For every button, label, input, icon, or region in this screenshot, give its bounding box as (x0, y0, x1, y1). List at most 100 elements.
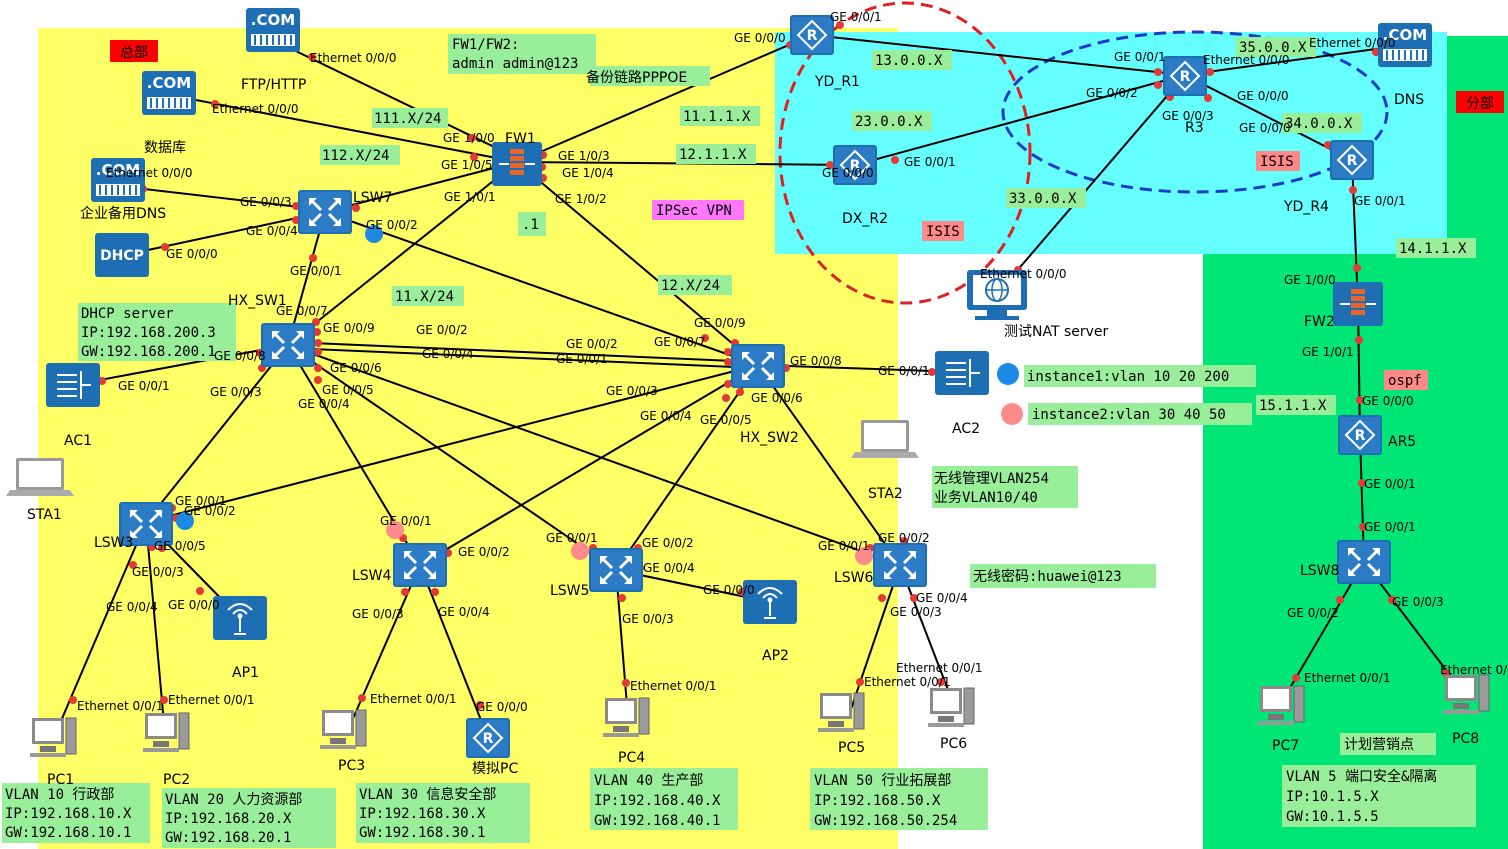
port-label: GE 0/0/0 (822, 166, 874, 180)
pc6-icon[interactable] (927, 687, 975, 728)
lsw7-switch-icon[interactable] (296, 188, 354, 236)
port-label: GE 0/0/4 (422, 347, 474, 361)
port-label: Ethernet 0/0/1 (1304, 671, 1391, 685)
port-label: GE 0/0/5 (154, 539, 206, 553)
port-label: GE 0/0/3 (352, 607, 404, 621)
dx-r2-label: DX_R2 (842, 211, 888, 227)
ar5-router-icon[interactable] (1337, 414, 1383, 456)
ac2-icon[interactable] (934, 350, 990, 396)
lsw4-switch-icon[interactable] (391, 541, 449, 589)
lsw8-switch-icon[interactable] (1335, 538, 1393, 586)
vlan50-line1: VLAN 50 行业拓展部 (814, 773, 951, 789)
yd-r1-router-icon[interactable] (789, 14, 835, 56)
fw-credentials-line1: FW1/FW2: (452, 37, 519, 53)
port-label: Ethernet 0/0/0 (106, 166, 193, 180)
pppoe-note: 备份链路PPPOE (586, 69, 687, 86)
subnet-33: 33.0.0.X (1009, 191, 1077, 207)
ac1-icon[interactable] (45, 362, 101, 408)
port-label: GE 0/0/2 (184, 504, 236, 518)
ap1-icon[interactable] (212, 595, 268, 641)
subnet-111: 111.X/24 (374, 111, 441, 127)
instance2-note: instance2:vlan 30 40 50 (1032, 407, 1226, 423)
port-label: GE 0/0/0 (1362, 394, 1414, 408)
subnet-11-1-1: 11.1.1.X (683, 109, 751, 125)
isis1-tag-bg (922, 221, 964, 241)
port-label: GE 0/0/1 (1364, 520, 1416, 534)
lsw6-label: LSW6 (834, 570, 874, 586)
wireless-service-note: 业务VLAN10/40 (934, 490, 1038, 506)
fw2-firewall-icon[interactable] (1332, 281, 1384, 327)
port-label: Ethernet 0/0/0 (310, 51, 397, 65)
pc4-label: PC4 (618, 750, 645, 766)
vlan10-line1: VLAN 10 行政部 (5, 787, 114, 803)
port-label: GE 0/0/1 (1114, 50, 1166, 64)
port-label: GE 1/0/4 (562, 166, 614, 180)
ar5-label: AR5 (1388, 434, 1416, 450)
lsw5-switch-icon[interactable] (587, 546, 645, 594)
isis-tag-1: ISIS (926, 224, 960, 240)
port-label: GE 0/0/0 (734, 31, 786, 45)
port-label: GE 0/0/7 (276, 304, 328, 318)
hx-sw1-label: HX_SW1 (228, 293, 287, 309)
com-label-ftp: .COM (251, 11, 295, 29)
port-label: GE 0/0/3 (240, 195, 292, 209)
lsw6-switch-icon[interactable] (871, 541, 929, 589)
nat-server-label: 测试NAT server (1004, 324, 1109, 340)
port-label: GE 0/0/0 (703, 583, 755, 597)
isis2-tag-bg (1256, 151, 1300, 171)
com-label-db: .COM (147, 74, 191, 92)
port-label: GE 0/0/7 (654, 335, 706, 349)
lsw4-label: LSW4 (352, 568, 392, 584)
port-label: GE 0/0/2 (1287, 606, 1339, 620)
subnet-12-1-1: 12.1.1.X (679, 147, 747, 163)
port-label: GE 1/0/3 (558, 149, 610, 163)
port-label: GE 1/0/0 (443, 131, 495, 145)
port-label: GE 0/0/1 (1354, 194, 1406, 208)
ipsec-tag: IPSec VPN (656, 203, 732, 219)
pc5-label: PC5 (838, 740, 865, 756)
port-label: GE 0/0/9 (694, 316, 746, 330)
port-label: GE 0/0/3 (606, 384, 658, 398)
yd-r1-label: YD_R1 (814, 74, 860, 90)
r3-router-icon[interactable] (1162, 55, 1208, 97)
port-label: Ethernet 0/0/1 (630, 679, 717, 693)
port-label: GE 0/0/1 (904, 155, 956, 169)
port-label: GE 0/0/1 (878, 364, 930, 378)
pc2-label: PC2 (163, 772, 190, 788)
port-label: GE 0/0/4 (246, 224, 298, 238)
sta1-laptop-icon[interactable] (6, 458, 74, 496)
lsw3-label: LSW3 (94, 535, 133, 551)
port-label: GE 0/0/4 (643, 561, 695, 575)
dhcp-icon-label: DHCP (100, 248, 144, 264)
instance1-note: instance1:vlan 10 20 200 (1027, 369, 1229, 385)
hx-sw1-switch-icon[interactable] (259, 321, 317, 369)
port-label: Ethernet 0/0/0 (1309, 36, 1396, 50)
port-label: GE 0/0/2 (416, 323, 468, 337)
port-label: GE 0/0/4 (298, 397, 350, 411)
fw1-firewall-icon[interactable] (491, 141, 543, 187)
hx-sw2-label: HX_SW2 (740, 430, 799, 446)
vlan40-line3: GW:192.168.40.1 (594, 813, 720, 829)
port-label: GE 0/0/0 (166, 247, 218, 261)
vlan20-line2: IP:192.168.20.X (165, 811, 292, 827)
vlan10-line3: GW:192.168.10.1 (5, 825, 131, 841)
hx-sw2-switch-icon[interactable] (729, 342, 787, 390)
lsw5-label: LSW5 (550, 583, 589, 599)
sim-pc-label: 模拟PC (472, 761, 518, 777)
pc6-label: PC6 (940, 736, 967, 752)
port-label: GE 0/0/2 (566, 337, 618, 351)
port-label: GE 0/0/1 (380, 514, 432, 528)
yd-r4-router-icon[interactable] (1329, 139, 1375, 181)
port-label: GE 0/0/3 (132, 565, 184, 579)
vlan30-line1: VLAN 30 信息安全部 (359, 786, 496, 803)
dns-backup-label: 企业备用DNS (80, 205, 166, 222)
sim-pc-router-icon[interactable] (465, 717, 511, 759)
sta1-label: STA1 (27, 507, 62, 523)
port-label: GE 0/0/1 (556, 352, 608, 366)
sta2-laptop-icon[interactable] (851, 420, 919, 458)
port-label: GE 0/0/3 (1392, 595, 1444, 609)
pc1-icon[interactable] (29, 717, 77, 758)
port-label: GE 0/0/0 (1237, 89, 1289, 103)
vlan40-line1: VLAN 40 生产部 (594, 773, 703, 789)
vlan50-line2: IP:192.168.50.X (814, 793, 941, 809)
